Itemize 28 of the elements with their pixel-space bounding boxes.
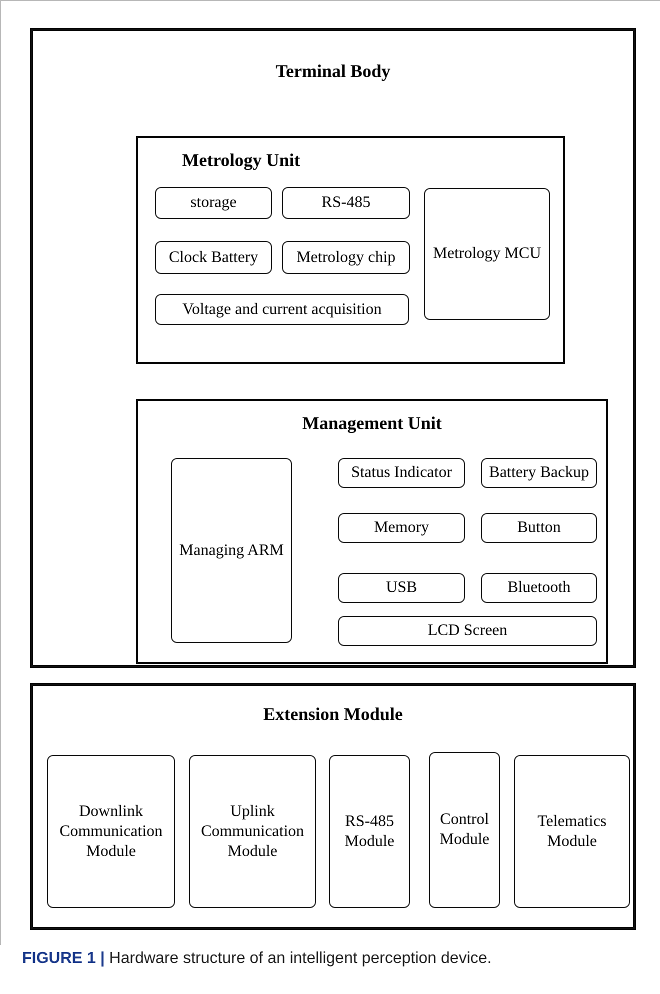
component-box: Downlink Communication Module bbox=[47, 755, 175, 908]
component-box: Metrology chip bbox=[282, 241, 410, 274]
component-box: Managing ARM bbox=[171, 458, 292, 643]
component-box: Uplink Communication Module bbox=[189, 755, 316, 908]
figure-caption: FIGURE 1 | Hardware structure of an intelligent perception device. bbox=[22, 950, 492, 968]
component-box: Clock Battery bbox=[155, 241, 272, 274]
outer-frame-box bbox=[30, 28, 636, 668]
unit-title: Management Unit bbox=[301, 413, 443, 434]
unit-title: Extension Module bbox=[262, 704, 404, 725]
component-box: Memory bbox=[338, 513, 465, 543]
component-box: Telematics Module bbox=[514, 755, 630, 908]
unit-title: Metrology Unit bbox=[182, 150, 300, 171]
component-box: Voltage and current acquisition bbox=[155, 294, 409, 325]
unit-box bbox=[136, 399, 608, 664]
component-box: Control Module bbox=[429, 752, 500, 908]
component-box: LCD Screen bbox=[338, 616, 597, 646]
component-box: Battery Backup bbox=[481, 458, 597, 488]
component-box: RS-485 Module bbox=[329, 755, 410, 908]
outer-frame-box bbox=[30, 683, 636, 930]
component-box: Button bbox=[481, 513, 597, 543]
component-box: Bluetooth bbox=[481, 573, 597, 603]
component-box: RS-485 bbox=[282, 187, 410, 219]
component-box: Metrology MCU bbox=[424, 188, 550, 320]
unit-box bbox=[136, 136, 565, 364]
component-box: storage bbox=[155, 187, 272, 219]
component-box: USB bbox=[338, 573, 465, 603]
component-box: Status Indicator bbox=[338, 458, 465, 488]
unit-title: Terminal Body bbox=[274, 61, 392, 82]
